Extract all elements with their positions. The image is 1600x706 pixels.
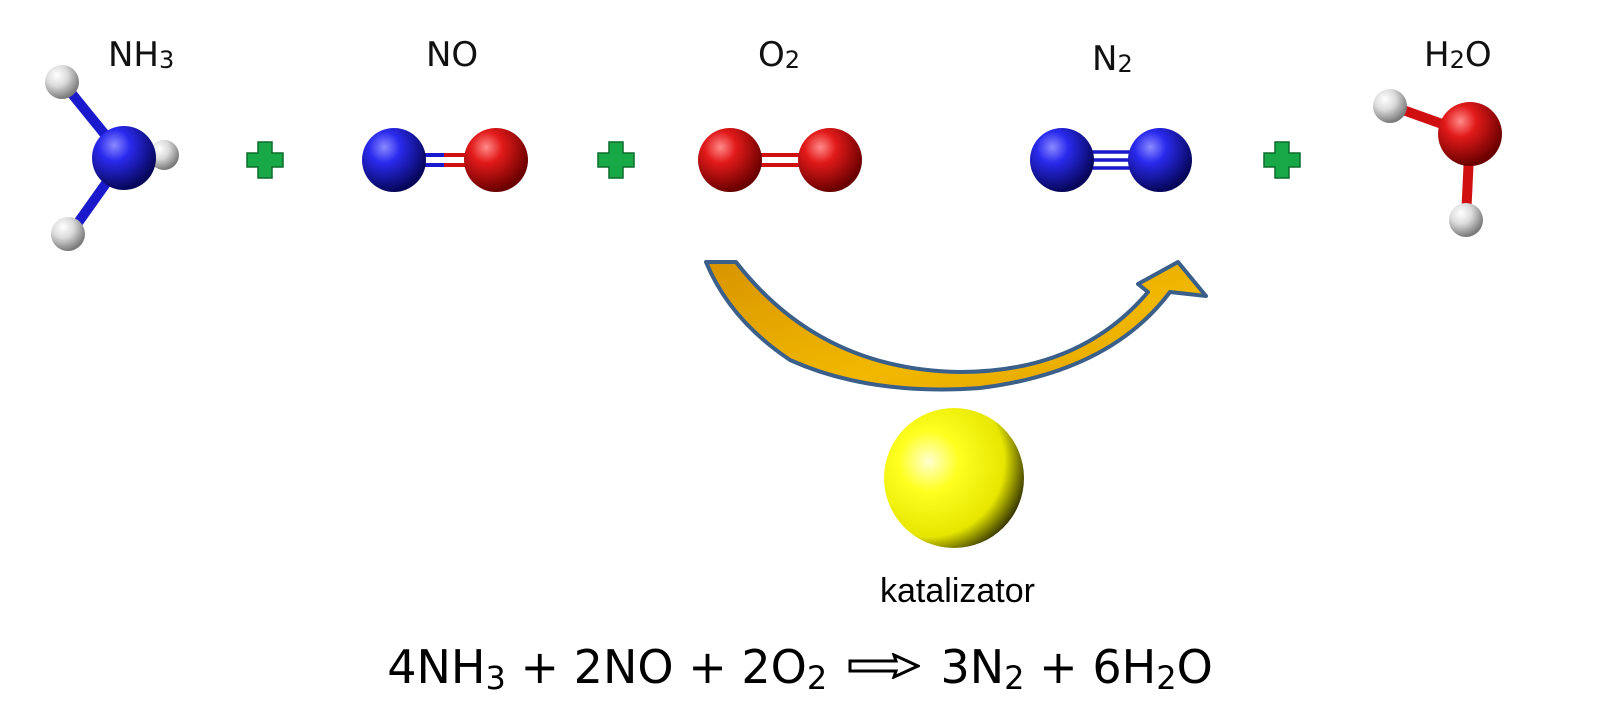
atom-o bbox=[464, 128, 528, 192]
label-n2-sub: 2 bbox=[1117, 50, 1133, 78]
plus-icon bbox=[1263, 141, 1301, 179]
eq-plus: + bbox=[520, 640, 560, 694]
molecule-nh3 bbox=[45, 65, 179, 251]
label-nh3-sub: 3 bbox=[159, 46, 175, 74]
catalyst-sphere bbox=[884, 408, 1024, 548]
plus-icon bbox=[246, 141, 284, 179]
eq-o2-coef: 2 bbox=[741, 640, 771, 694]
atom-o bbox=[798, 128, 862, 192]
atom-h bbox=[149, 140, 179, 170]
eq-n2-sub: 2 bbox=[1004, 659, 1025, 697]
eq-nh3-coef: 4 bbox=[387, 640, 417, 694]
eq-h2o-o: O bbox=[1176, 640, 1213, 694]
eq-h2o-sub: 2 bbox=[1156, 659, 1177, 697]
label-h2o: H2O bbox=[1424, 38, 1492, 72]
label-o2-main: O bbox=[758, 35, 785, 75]
atom-o bbox=[1438, 102, 1502, 166]
atom-o bbox=[698, 128, 762, 192]
atom-h bbox=[45, 65, 79, 99]
eq-o2: O bbox=[770, 640, 807, 694]
plus-icon bbox=[597, 141, 635, 179]
label-h2o-suffix: O bbox=[1464, 35, 1492, 75]
label-o2: O2 bbox=[758, 38, 800, 72]
reaction-equation: 4NH3 + 2NO + 2O2 3N2 + 6H2O bbox=[0, 644, 1600, 694]
atom-n bbox=[362, 128, 426, 192]
eq-h2o-h: H bbox=[1121, 640, 1157, 694]
catalyst-label: katalizator bbox=[880, 572, 1035, 610]
eq-no: NO bbox=[602, 640, 674, 694]
atom-n bbox=[92, 126, 156, 190]
molecule-h2o bbox=[1373, 89, 1502, 237]
eq-h2o-coef: 6 bbox=[1092, 640, 1122, 694]
eq-n2: N bbox=[969, 640, 1005, 694]
atom-h bbox=[1449, 203, 1483, 237]
molecule-n2 bbox=[1030, 128, 1192, 192]
label-o2-sub: 2 bbox=[784, 46, 801, 74]
molecule-no bbox=[362, 128, 528, 192]
label-n2-main: N bbox=[1092, 39, 1118, 79]
atom-h bbox=[51, 217, 85, 251]
label-nh3: NH3 bbox=[108, 38, 174, 72]
label-no: NO bbox=[426, 38, 478, 72]
eq-arrow-icon bbox=[848, 653, 920, 679]
label-nh3-main: NH bbox=[108, 35, 159, 75]
eq-o2-sub: 2 bbox=[806, 659, 828, 697]
atom-n bbox=[1128, 128, 1192, 192]
label-h2o-sub: 2 bbox=[1449, 46, 1465, 74]
label-n2: N2 bbox=[1092, 42, 1133, 76]
label-no-main: NO bbox=[426, 35, 479, 75]
eq-nh3-sub: 3 bbox=[485, 659, 506, 697]
atom-n bbox=[1030, 128, 1094, 192]
eq-nh3: NH bbox=[416, 640, 486, 694]
atom-h bbox=[1373, 89, 1407, 123]
label-h2o-main: H bbox=[1424, 35, 1450, 75]
molecule-o2 bbox=[698, 128, 862, 192]
reaction-arrow bbox=[704, 260, 1208, 392]
eq-plus: + bbox=[1039, 640, 1078, 694]
eq-no-coef: 2 bbox=[573, 640, 603, 694]
eq-n2-coef: 3 bbox=[940, 640, 970, 694]
eq-plus: + bbox=[688, 640, 727, 694]
